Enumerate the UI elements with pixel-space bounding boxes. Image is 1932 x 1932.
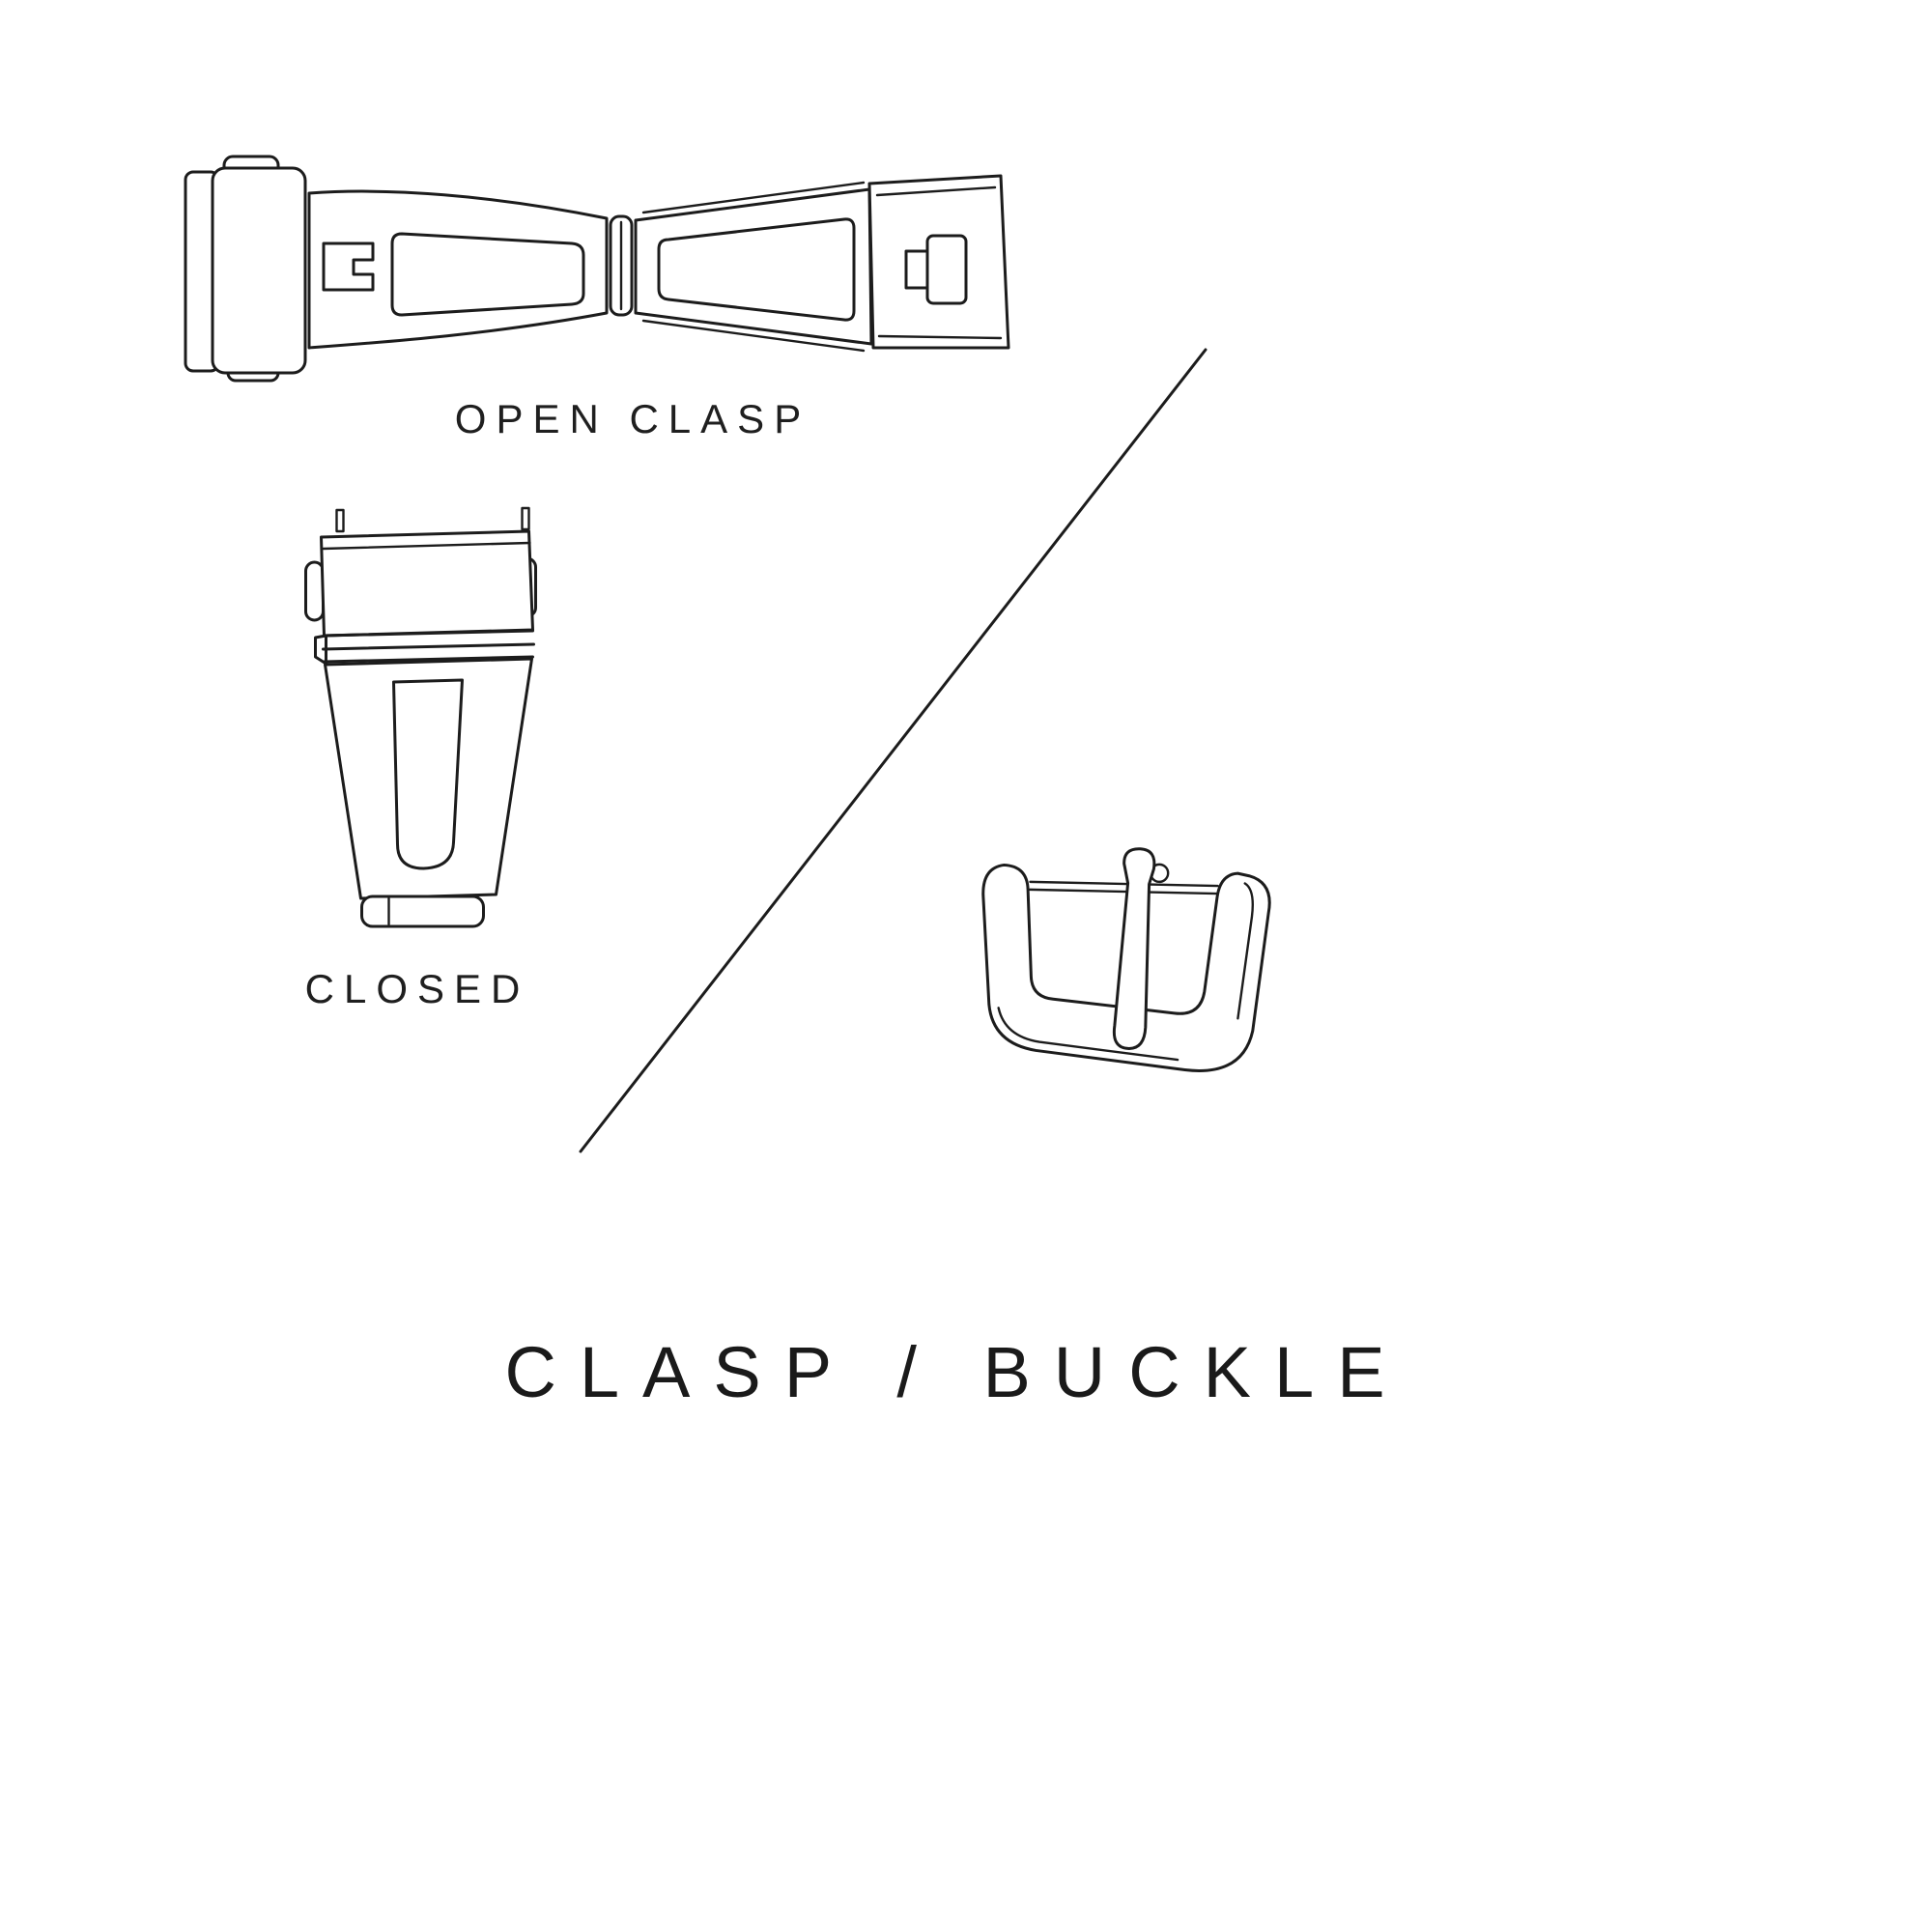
buckle-illustration [958,823,1287,1113]
diagram-title: CLASP / BUCKLE [504,1332,1408,1412]
closed-label: CLOSED [304,966,530,1011]
closed-clasp-illustration [298,506,544,936]
open-clasp-label: OPEN CLASP [454,396,811,441]
open-clasp-illustration [174,143,1024,384]
open-clasp-icon [184,155,1010,383]
closed-clasp-icon [304,506,537,928]
buckle-icon [981,847,1271,1072]
